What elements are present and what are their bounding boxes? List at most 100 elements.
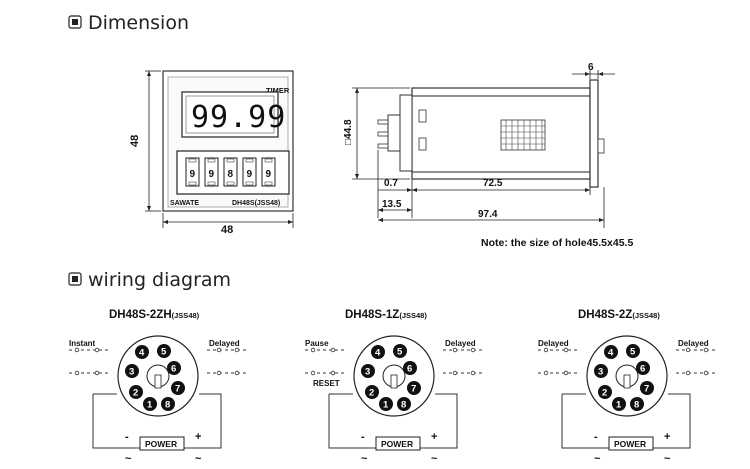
ac-tilde-left: ~: [125, 453, 132, 465]
left-label-secondary: RESET: [313, 379, 340, 388]
pin-3: [361, 364, 375, 378]
pin-2: [598, 385, 612, 399]
pin-6: [636, 361, 650, 375]
dim-97-4: 97.4: [478, 209, 498, 220]
dim-13-5: 13.5: [382, 199, 402, 210]
minus-sign: -: [361, 431, 365, 443]
pin-number: 8: [634, 400, 639, 411]
diagram-title: DH48S-2ZH(JSS48): [109, 309, 200, 321]
digit-switches: 9 9 8 9 9: [185, 157, 276, 187]
left-label: Delayed: [538, 339, 569, 348]
wiring-diagram: DH48S-2Z(JSS48) Delayed Delayed 12 34 56 78POW…: [538, 309, 718, 465]
wiring-heading: wiring diagram: [68, 269, 231, 291]
pin-7: [407, 381, 421, 395]
pin-number: 2: [369, 388, 374, 399]
pin-number: 8: [401, 400, 406, 411]
pin-1: [143, 397, 157, 411]
pin-number: 2: [602, 388, 607, 399]
power-box: [375, 436, 421, 451]
pin-1: [379, 397, 393, 411]
pin-7: [640, 381, 654, 395]
pin-number: 1: [383, 400, 389, 411]
plus-sign: +: [195, 431, 201, 443]
pin-1: [612, 397, 626, 411]
pin-5: [626, 344, 640, 358]
front-width-dim: 48: [221, 224, 233, 236]
pin-4: [371, 345, 385, 359]
pin-2: [129, 385, 143, 399]
pin-3: [125, 364, 139, 378]
pin-number: 5: [397, 347, 403, 358]
left-label: Instant: [69, 339, 96, 348]
pin-number: 7: [644, 384, 649, 395]
pin-number: 7: [411, 384, 416, 395]
front-height-dim: 48: [129, 135, 141, 147]
front-bezel: [589, 79, 599, 188]
dimension-heading: Dimension: [68, 12, 189, 34]
ac-tilde-right: ~: [431, 453, 438, 465]
pin-6: [167, 361, 181, 375]
pin-7: [171, 381, 185, 395]
hole-size-note: Note: the size of hole45.5x45.5: [481, 237, 633, 249]
pin-8: [630, 397, 644, 411]
plus-sign: +: [431, 431, 437, 443]
plus-sign: +: [664, 431, 670, 443]
pin-number: 6: [640, 364, 645, 375]
digit-switch-value[interactable]: 9: [247, 169, 253, 180]
display-value: 99.99: [191, 100, 286, 135]
left-label: Pause: [305, 339, 329, 348]
pin-number: 5: [630, 347, 636, 358]
pin-5: [393, 344, 407, 358]
minus-sign: -: [125, 431, 129, 443]
pin-number: 6: [407, 364, 412, 375]
right-label: Delayed: [209, 339, 240, 348]
dim-6: 6: [588, 62, 594, 73]
ac-tilde-right: ~: [664, 453, 671, 465]
digit-switch-value[interactable]: 9: [266, 169, 272, 180]
pin-number: 3: [598, 367, 603, 378]
minus-sign: -: [594, 431, 598, 443]
timer-label: TIMER: [266, 86, 290, 95]
wiring-title: wiring diagram: [88, 269, 231, 291]
pin-number: 5: [161, 347, 167, 358]
pin-number: 3: [129, 367, 134, 378]
power-label: POWER: [381, 439, 413, 449]
digit-switch-value[interactable]: 9: [190, 169, 196, 180]
pin-number: 1: [616, 400, 622, 411]
pin-number: 4: [608, 348, 614, 359]
pin-3: [594, 364, 608, 378]
diagram-title: DH48S-2Z(JSS48): [578, 309, 660, 321]
pin-number: 4: [375, 348, 381, 359]
pin-4: [604, 345, 618, 359]
power-box: [139, 436, 185, 451]
dimension-title: Dimension: [88, 12, 189, 34]
pin-number: 8: [165, 400, 170, 411]
pin-8: [397, 397, 411, 411]
pin-number: 3: [365, 367, 370, 378]
diagram-title: DH48S-1Z(JSS48): [345, 309, 427, 321]
digit-switch-value[interactable]: 9: [209, 169, 215, 180]
pin-5: [157, 344, 171, 358]
brand-label: SAWATE: [170, 200, 199, 207]
pin-number: 7: [175, 384, 180, 395]
digit-switch-value[interactable]: 8: [228, 169, 234, 180]
ac-tilde-right: ~: [195, 453, 202, 465]
model-label: DH48S(JSS48): [232, 200, 280, 207]
pin-number: 2: [133, 388, 138, 399]
dim-0-7: 0.7: [384, 178, 398, 189]
right-label: Delayed: [445, 339, 476, 348]
dim-72-5: 72.5: [483, 178, 503, 189]
pin-8: [161, 397, 175, 411]
power-label: POWER: [145, 439, 177, 449]
power-label: POWER: [614, 439, 646, 449]
right-label: Delayed: [678, 339, 709, 348]
pin-number: 4: [139, 348, 145, 359]
side-view: 6 □44.8 0.7 72.5 13.5 97.4 Note: the siz…: [343, 62, 633, 249]
ac-tilde-left: ~: [361, 453, 368, 465]
pin-number: 6: [171, 364, 176, 375]
ac-tilde-left: ~: [594, 453, 601, 465]
dim-44-8: □44.8: [343, 119, 354, 145]
